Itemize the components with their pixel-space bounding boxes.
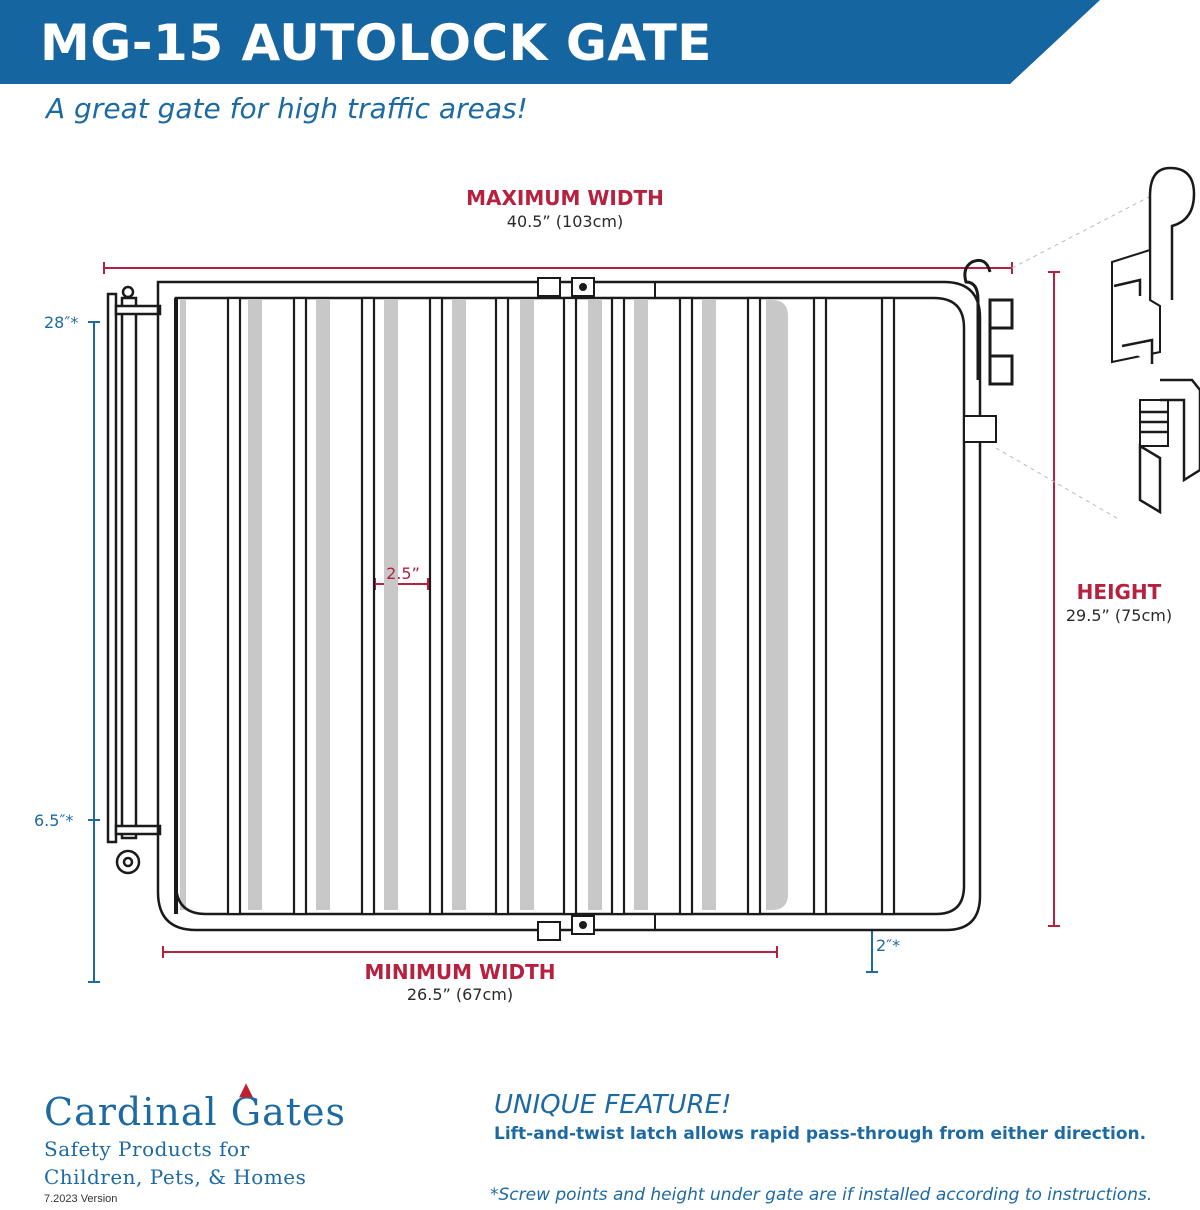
min-width-dimension-line <box>162 946 778 958</box>
gate-latch <box>963 258 1014 443</box>
page-title: MG-15 AUTOLOCK GATE <box>40 14 712 72</box>
height-value: 29.5” (75cm) <box>1065 606 1173 625</box>
height-dimension-line <box>1048 271 1060 927</box>
max-width-dimension-line <box>103 262 1013 274</box>
gate-diagram <box>88 166 1200 983</box>
latch-callout-lines <box>995 185 1171 521</box>
version-label: 7.2023 Version <box>44 1193 118 1205</box>
cardinal-bird-icon: ▲ <box>239 1079 254 1100</box>
feature-title: UNIQUE FEATURE! <box>494 1090 732 1120</box>
feature-text: Lift-and-twist latch allows rapid pass-t… <box>494 1124 1147 1144</box>
lower-screw-height: 6.5″* <box>34 811 74 830</box>
back-panel-shadow <box>180 300 788 910</box>
max-width-value: 40.5” (103cm) <box>506 212 624 231</box>
footnote: *Screw points and height under gate are … <box>490 1185 1153 1205</box>
brand-tagline-1: Safety Products for <box>44 1137 250 1161</box>
min-width-label: MINIMUM WIDTH <box>364 960 556 984</box>
brand-name: Cardinal Gates ▲ <box>44 1079 347 1134</box>
upper-screw-height: 28″* <box>44 313 79 332</box>
gate-bars <box>226 296 896 916</box>
banner-shape <box>0 0 1100 84</box>
height-label: HEIGHT <box>1076 580 1162 604</box>
floor-gap-height: 2″* <box>876 936 901 955</box>
max-width-label: MAXIMUM WIDTH <box>466 186 664 210</box>
wall-mount-bracket <box>106 285 162 875</box>
brand-tagline-2: Children, Pets, & Homes <box>44 1165 307 1189</box>
latch-closeup-icon <box>1111 166 1200 515</box>
page-subtitle: A great gate for high traffic areas! <box>46 92 528 125</box>
screw-dimension-line <box>88 321 100 983</box>
extension-clips <box>537 277 656 941</box>
bar-spacing-value: 2.5” <box>386 564 420 583</box>
title-banner: MG-15 AUTOLOCK GATE <box>0 0 1200 88</box>
min-width-value: 26.5” (67cm) <box>406 985 514 1004</box>
gate-frame <box>156 280 982 932</box>
brand-block: Cardinal Gates ▲ Safety Products for Chi… <box>44 1079 374 1190</box>
